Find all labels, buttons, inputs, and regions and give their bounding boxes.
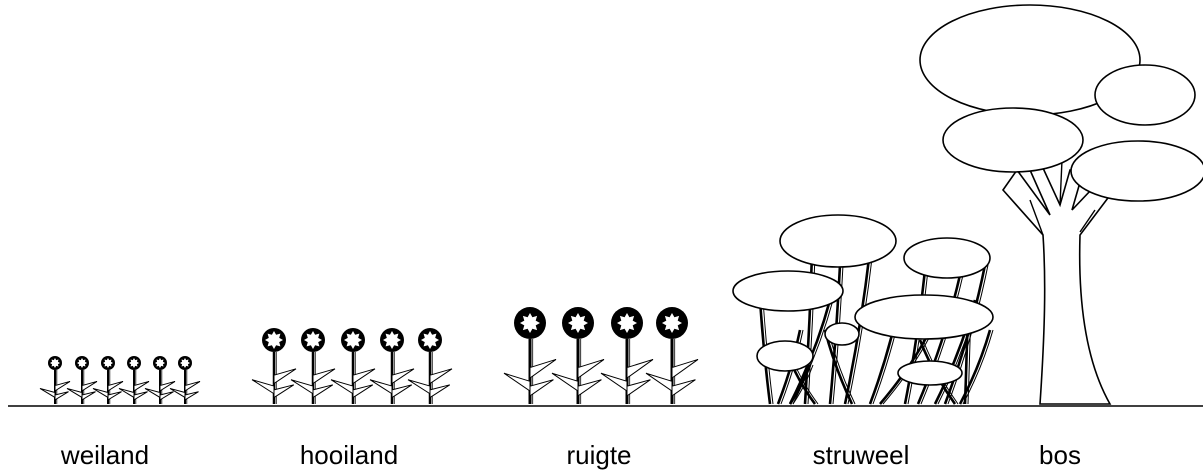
leaf [429,368,453,385]
shrub-branch [916,274,962,405]
tree-canopy [1070,140,1203,202]
leaf [184,380,201,392]
shrub-canopy [897,360,963,386]
ruigte-plants [503,307,699,404]
leaf [645,372,673,392]
leaf [184,391,199,401]
leaf [391,384,413,399]
shrub-canopy [854,294,994,340]
leaf [407,379,431,395]
shrub-canopy [779,214,897,268]
leaf [503,372,531,392]
leaf [273,368,297,385]
flower-center [304,331,322,349]
leaf [159,391,174,401]
flower-center [265,331,283,349]
flower-center [180,358,190,368]
bos-tree [919,4,1203,405]
leaf [312,384,334,399]
shrub-canopy [824,322,860,346]
leaf [671,379,696,397]
leaf [551,372,579,392]
leaf [54,391,69,401]
leaf [159,380,176,392]
leaf [529,379,554,397]
label-hooiland: hooiland [299,440,399,470]
leaf [273,384,295,399]
shrub-branch-outline [807,254,816,405]
leaf [290,379,314,395]
shrub-branch-outline [962,329,994,405]
flower-center [662,313,682,333]
shrub-branch [843,249,872,405]
tree-canopy [942,107,1084,173]
leaf [352,384,374,399]
leaf [81,391,96,401]
label-bos: bos [1039,440,1081,470]
leaf [529,358,557,380]
leaf [391,368,415,385]
hooiland-plants [251,328,453,404]
flower-center [129,358,139,368]
leaf [369,379,393,395]
leaf [429,384,451,399]
shrub-canopy [903,237,991,279]
weiland-plants [39,356,201,404]
shrub-branch [788,299,832,405]
shrub-branch-outline [947,264,989,405]
flower-center [77,358,87,368]
leaf [92,387,109,399]
flower-center [568,313,588,333]
tree-branch-line [1079,209,1096,233]
shrub-canopy [732,270,844,312]
flower-center [344,331,362,349]
flower-center [50,358,60,368]
leaf [626,379,651,397]
leaf [81,380,98,392]
leaf [352,368,376,385]
leaf [577,379,602,397]
tree-branch-line [1059,159,1063,206]
flower-center [103,358,113,368]
flower-center [421,331,439,349]
leaf [671,358,699,380]
leaf [626,358,654,380]
label-ruigte: ruigte [566,440,632,470]
label-struweel: struweel [812,440,910,470]
tree-branch-line [1029,199,1044,236]
leaf [107,391,122,401]
leaf [39,387,56,399]
label-weiland: weiland [60,440,150,470]
leaf [107,380,124,392]
leaf [133,391,148,401]
leaf [312,368,336,385]
tree-trunk [1001,167,1122,405]
leaf [133,380,150,392]
shrub-branch [958,329,992,405]
shrub-branch-outline [920,274,964,405]
leaf [600,372,628,392]
leaf [577,358,605,380]
leaf [54,380,71,392]
shrub-canopy [756,340,814,372]
leaf [118,387,135,399]
leaf [330,379,354,395]
leaf [251,379,275,395]
flower-center [520,313,540,333]
flower-center [617,313,637,333]
leaf [66,387,83,399]
struweel-shrubs [732,214,994,405]
flower-center [383,331,401,349]
leaf [144,387,161,399]
tree-canopy [1094,64,1196,126]
flower-center [155,358,165,368]
